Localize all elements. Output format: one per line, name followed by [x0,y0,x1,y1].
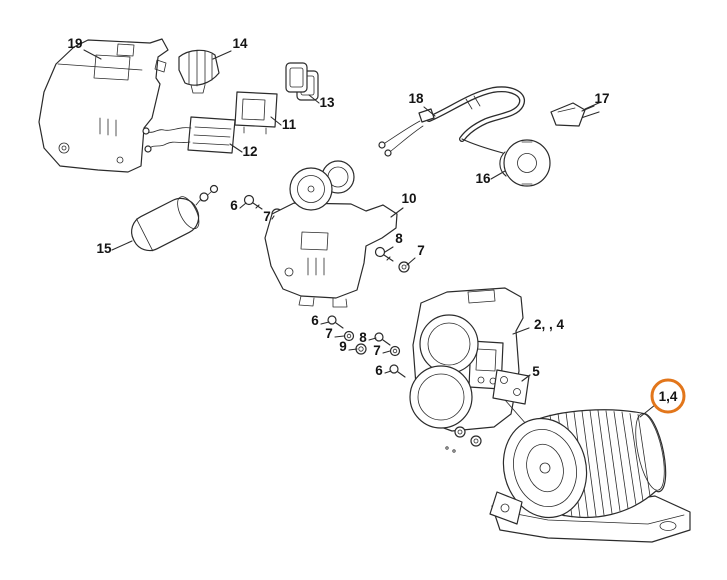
part-17-flat-plug [550,101,602,127]
leader-19 [83,49,102,60]
part-5-plate [492,369,530,405]
part-7-washer-d [389,345,401,357]
part-label-18[interactable]: 18 [408,91,424,106]
part-label-11[interactable]: 11 [282,117,297,132]
part-6-screw-c [389,364,406,378]
part-8-screw [374,246,394,262]
part-label-7a[interactable]: 7 [263,209,271,224]
highlight-ring [650,378,686,414]
part-13-bracket [285,62,319,101]
leader-8a [384,246,394,253]
part-2-4-fan-housing [409,287,542,442]
part-6-screw [243,194,263,210]
leader-18 [423,106,436,117]
part-label-16[interactable]: 16 [475,171,491,186]
part-label-5[interactable]: 5 [532,364,540,379]
part-label-7b[interactable]: 7 [417,243,425,258]
leader-7c [334,335,345,338]
part-washers-motor [445,426,482,453]
leader-12 [229,143,243,153]
part-label-8a[interactable]: 8 [395,231,403,246]
leader-9 [348,348,358,351]
part-label-14[interactable]: 14 [232,36,248,51]
part-label-6a[interactable]: 6 [230,198,238,213]
part-6-screw-b [327,315,344,329]
leader-8b [368,337,377,341]
leader-15 [111,240,133,251]
part-15-capacitor [131,184,219,252]
part-label-10[interactable]: 10 [401,191,416,206]
part-label-15[interactable]: 15 [96,241,112,256]
part-12-module [142,116,236,154]
leader-7d [382,350,391,354]
leader-6c [384,370,392,374]
leader-14 [212,50,232,60]
leader-5 [521,374,531,382]
part-19-housing-cover [38,38,169,173]
leader-2-4 [512,327,530,335]
part-label-6c[interactable]: 6 [375,363,383,378]
part-label-6b[interactable]: 6 [311,313,319,328]
part-18-power-cord [378,86,526,157]
part-8-screw-b [374,332,391,346]
part-10-bracket-housing [264,160,398,308]
part-label-13[interactable]: 13 [319,95,335,110]
leader-17 [581,105,595,112]
part-label-2-4[interactable]: 2, , 4 [534,317,565,332]
part-11-box [234,91,278,135]
part-16-round-plug [461,138,551,187]
part-label-8b[interactable]: 8 [359,330,367,345]
leader-6b [320,321,330,325]
part-label-17[interactable]: 17 [594,91,609,106]
leader-13 [308,94,320,104]
leader-11 [270,116,282,126]
part-label-7d[interactable]: 7 [373,343,381,358]
part-label-7c[interactable]: 7 [325,326,333,341]
part-label-12[interactable]: 12 [242,144,257,159]
leader-1-4 [639,404,656,418]
leader-6a [239,202,247,209]
leader-10 [390,207,404,218]
part-label-19[interactable]: 19 [67,36,82,51]
leader-7b [406,257,416,266]
part-7-washer-b [398,261,410,273]
part-label-9[interactable]: 9 [339,339,347,354]
leader-16 [490,170,506,180]
part-1-electric-motor [489,409,691,543]
leader-7a [271,215,275,220]
part-label-1-4[interactable]: 1,4 [659,389,678,404]
part-14-ribbed-cap [178,49,220,94]
